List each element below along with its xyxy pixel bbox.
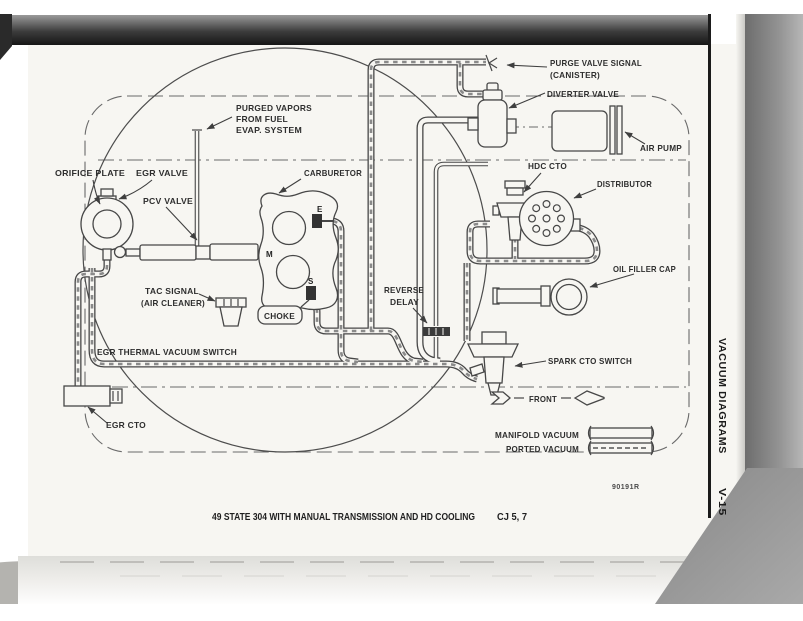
label-orifice-plate: ORIFICE PLATE xyxy=(55,168,125,178)
tac-signal-fitting xyxy=(215,297,247,327)
air-pump xyxy=(551,105,623,155)
reverse-delay-valve xyxy=(423,327,450,336)
bottom-right-cover-wedge xyxy=(655,468,803,604)
label-carburetor: CARBURETOR xyxy=(304,168,362,178)
tab-section-title: VACUUM DIAGRAMS xyxy=(716,338,728,454)
port-s-fitting xyxy=(306,286,316,300)
port-e-fitting xyxy=(312,214,322,228)
diverter-valve xyxy=(467,82,517,148)
section-tab-rule xyxy=(708,14,711,518)
label-egr-cto: EGR CTO xyxy=(106,420,146,430)
carburetor xyxy=(257,190,339,325)
label-spark-cto-switch: SPARK CTO SWITCH xyxy=(548,356,632,366)
figure-part-number: 90191R xyxy=(612,484,640,491)
label-purged-vapors-3: EVAP. SYSTEM xyxy=(236,125,302,135)
purge-line-break xyxy=(485,54,498,72)
label-pcv-valve: PCV VALVE xyxy=(143,196,193,206)
oil-filler-cap xyxy=(492,278,588,316)
port-s-label: S xyxy=(308,277,314,286)
label-air-pump: AIR PUMP xyxy=(640,143,682,153)
label-reverse-delay-2: DELAY xyxy=(390,297,419,307)
label-purged-vapors-2: FROM FUEL xyxy=(236,114,288,124)
label-purged-vapors-1: PURGED VAPORS xyxy=(236,103,312,113)
label-distributor: DISTRIBUTOR xyxy=(597,179,652,189)
manifold-vacuum-symbol xyxy=(587,425,655,441)
label-purge-valve-signal-1: PURGE VALVE SIGNAL xyxy=(550,58,642,68)
label-diverter-valve: DIVERTER VALVE xyxy=(547,89,619,99)
caption-model: CJ 5, 7 xyxy=(497,511,527,523)
label-egr-thermal-vacuum-switch: EGR THERMAL VACUUM SWITCH xyxy=(97,347,237,357)
label-tac-signal-1: TAC SIGNAL xyxy=(145,286,199,296)
port-m-label: M xyxy=(266,250,273,259)
distributor xyxy=(518,190,581,247)
page-right-edge xyxy=(736,14,745,590)
fan-shroud-circle xyxy=(82,47,488,453)
ported-vacuum-symbol xyxy=(587,440,655,456)
label-manifold-vacuum: MANIFOLD VACUUM xyxy=(495,430,579,440)
label-front: FRONT xyxy=(529,394,558,404)
label-purge-valve-signal-2: (CANISTER) xyxy=(550,70,600,80)
tab-page-ref: V-15 xyxy=(716,488,728,516)
egr-valve xyxy=(80,188,134,261)
label-tac-signal-2: (AIR CLEANER) xyxy=(141,298,205,308)
page-surface xyxy=(28,44,745,558)
label-ported-vacuum: PORTED VACUUM xyxy=(506,444,579,454)
caption-title: 49 STATE 304 WITH MANUAL TRANSMISSION AN… xyxy=(212,511,475,523)
label-egr-valve: EGR VALVE xyxy=(136,168,188,178)
spark-cto-switch xyxy=(466,331,520,396)
port-e-label: E xyxy=(317,205,323,214)
bottom-margin xyxy=(0,604,803,621)
hdc-cto-valve xyxy=(492,180,538,241)
page-top-shadow xyxy=(10,15,710,45)
leader-lines xyxy=(87,62,646,424)
choke-tag xyxy=(257,299,310,325)
label-reverse-delay-1: REVERSE xyxy=(384,285,424,295)
label-choke: CHOKE xyxy=(264,311,295,321)
label-oil-filler-cap: OIL FILLER CAP xyxy=(613,264,676,274)
page-stack-edge xyxy=(18,556,745,606)
label-hdc-cto: HDC CTO xyxy=(528,161,567,171)
front-direction-marker xyxy=(490,390,605,406)
pcv-valve-assembly xyxy=(113,129,259,261)
top-left-shadow-wedge xyxy=(0,14,12,60)
egr-cto xyxy=(63,385,123,407)
legend xyxy=(587,425,655,456)
